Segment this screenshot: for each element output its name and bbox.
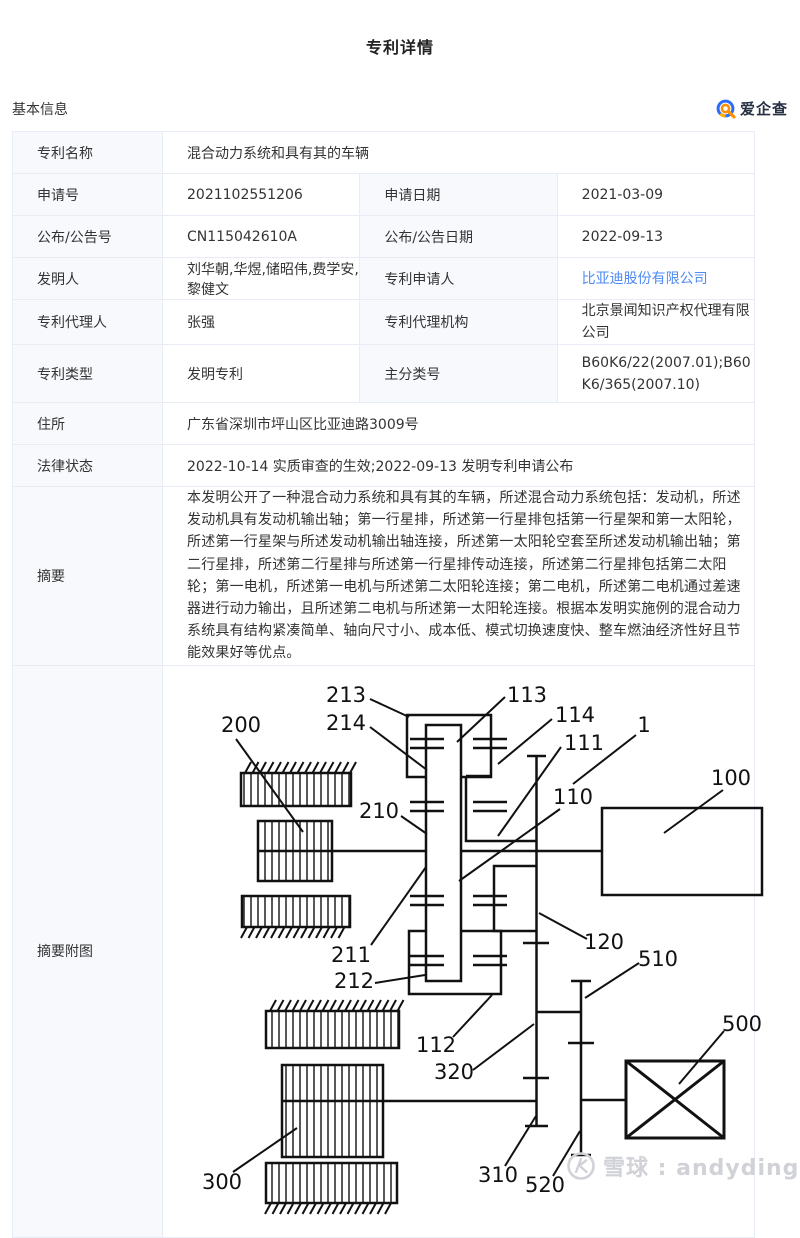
table-row: 专利代理人 张强 专利代理机构 北京景闻知识产权代理有限公司 [12,299,756,345]
field-value: 广东省深圳市坪山区比亚迪路3009号 [162,402,755,445]
field-label: 公布/公告日期 [359,215,558,258]
figure-label-200: 200 [221,713,261,737]
field-value: 张强 [161,299,361,345]
leader-line-310 [504,1115,537,1167]
field-value: 发明专利 [161,344,361,403]
figure-label-212: 212 [334,969,374,993]
motor-200 [239,771,353,928]
leader-line-210 [400,814,428,835]
aiqicha-logo-text: 爱企查 [739,100,788,118]
figure-label-520: 520 [525,1173,565,1197]
field-value: 刘华朝,华煜,储昭伟,费学安,黎健文 [161,257,361,300]
field-label: 申请号 [12,173,163,216]
figure-label-210: 210 [359,799,399,823]
aiqicha-brand[interactable]: 爱企查 [716,98,788,119]
figure-label-112: 112 [416,1033,456,1057]
figure-label-213: 213 [326,683,366,707]
applicant-link[interactable]: 比亚迪股份有限公司 [581,270,708,287]
shaft-520 [568,979,626,1156]
field-label: 申请日期 [359,173,558,216]
figure-label-320: 320 [434,1060,474,1084]
shaft-310 [464,754,581,1127]
field-value: 2021102551206 [161,173,361,216]
field-label: 专利代理人 [12,299,163,345]
differential-box-500 [624,1059,726,1140]
figure-label-113: 113 [507,683,547,707]
field-value: 北京景闻知识产权代理有限公司 [556,299,756,345]
figure-label-100: 100 [711,766,751,790]
field-value: 混合动力系统和具有其的车辆 [162,131,755,174]
leader-line-114 [497,717,553,765]
leader-line-320 [472,1022,535,1071]
abstract-text: 本发明公开了一种混合动力系统和具有其的车辆，所述混合动力系统包括：发动机，所述发… [162,486,755,666]
table-row: 法律状态 2022-10-14 实质审查的生效;2022-09-13 发明专利申… [12,444,755,487]
leader-line-111 [497,746,562,837]
leader-line-110 [458,807,561,882]
leader-line-500 [678,1029,725,1085]
figure-label-110: 110 [553,785,593,809]
figure-label-310: 310 [478,1163,518,1187]
field-label: 发明人 [12,257,163,300]
leader-line-100 [663,788,724,834]
table-row: 摘要附图 [12,664,764,1238]
leader-line-510 [584,961,640,999]
leader-line-212 [374,973,426,984]
section-title: 基本信息 [12,101,68,118]
table-row: 申请号 2021102551206 申请日期 2021-03-09 [12,173,756,216]
leader-line-112 [452,993,493,1038]
leader-line-300 [232,1126,298,1173]
figure-label-211: 211 [331,943,371,967]
figure-label-300: 300 [202,1170,242,1194]
figure-label-114: 114 [555,703,595,727]
leader-line-213 [369,697,410,718]
figure-label-111: 111 [564,731,604,755]
field-value: B60K6/22(2007.01);B60K6/365(2007.10) [556,344,756,403]
field-label: 主分类号 [359,344,558,403]
field-value: 2022-09-13 [556,215,756,258]
field-label: 摘要 [12,486,163,666]
engine-box-100 [600,806,764,896]
leader-line-214 [369,725,428,771]
planetary-gearset [405,713,507,995]
leader-line-520 [552,1130,581,1177]
leader-line-211 [370,866,427,946]
table-row: 公布/公告号 CN115042610A 公布/公告日期 2022-09-13 [12,215,756,258]
field-label: 住所 [12,402,163,445]
page-title: 专利详情 [365,38,434,57]
figure-label-500: 500 [722,1012,762,1036]
leader-line-1 [572,733,637,785]
field-label: 公布/公告号 [12,215,163,258]
figure-label-510: 510 [638,947,678,971]
table-row: 发明人 刘华朝,华煜,储昭伟,费学安,黎健文 专利申请人 比亚迪股份有限公司 [12,257,756,300]
field-value: CN115042610A [161,215,361,258]
aiqicha-logo-icon [716,99,736,119]
motor-300 [264,1009,537,1204]
section-bar: 基本信息 爱企查 [12,98,788,119]
leader-line-113 [456,695,506,743]
field-value: 2021-03-09 [556,173,756,216]
field-label: 专利类型 [12,344,163,403]
figure-label-1: 1 [637,713,650,737]
field-value: 2022-10-14 实质审查的生效;2022-09-13 发明专利申请公布 [162,444,755,487]
field-label: 摘要附图 [12,664,163,1238]
field-label: 专利名称 [12,131,163,174]
table-row: 住所 广东省深圳市坪山区比亚迪路3009号 [12,402,755,445]
field-label: 法律状态 [12,444,163,487]
patent-info-table: 专利名称 混合动力系统和具有其的车辆 申请号 2021102551206 申请日… [12,131,764,1238]
table-row: 专利类型 发明专利 主分类号 B60K6/22(2007.01);B60K6/3… [12,344,756,403]
figure-label-120: 120 [584,930,624,954]
table-row: 专利名称 混合动力系统和具有其的车辆 [12,131,755,174]
figure-label-214: 214 [326,711,366,735]
leader-line-200 [235,738,304,833]
table-row: 摘要 本发明公开了一种混合动力系统和具有其的车辆，所述混合动力系统包括：发动机，… [12,486,755,666]
field-label: 专利代理机构 [359,299,558,345]
field-label: 专利申请人 [359,257,558,300]
leader-line-120 [538,911,588,940]
